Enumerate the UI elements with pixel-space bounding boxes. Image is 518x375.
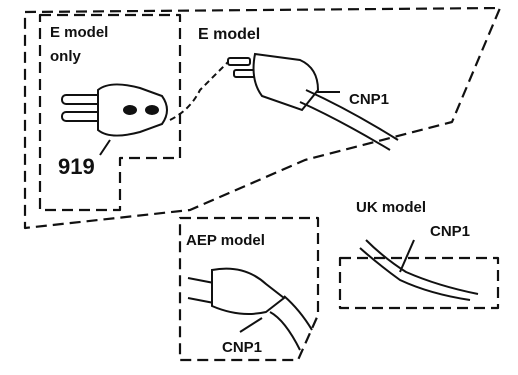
- e-model-connector-label: CNP1: [349, 91, 390, 108]
- e-model-title: E model: [198, 26, 261, 43]
- uk-model-title: UK model: [356, 199, 427, 216]
- e-model-plug-drawing: [169, 52, 399, 151]
- uk-cord-drawing: [359, 239, 479, 301]
- aep-model-title: AEP model: [186, 232, 265, 249]
- part-number-919: 919: [58, 154, 95, 179]
- aep-region-border: [178, 216, 320, 362]
- aep-plug-drawing: [187, 267, 313, 351]
- aep-model-connector-label: CNP1: [222, 339, 263, 356]
- uk-model-connector-label: CNP1: [430, 223, 471, 240]
- e-model-region-border: [23, 6, 502, 230]
- e-only-box-border: [38, 13, 182, 212]
- e-only-title-line2: only: [50, 48, 81, 65]
- e-only-title-line1: E model: [50, 24, 109, 41]
- uk-region-border: [338, 256, 500, 310]
- adapter-plug-drawing: [61, 83, 168, 156]
